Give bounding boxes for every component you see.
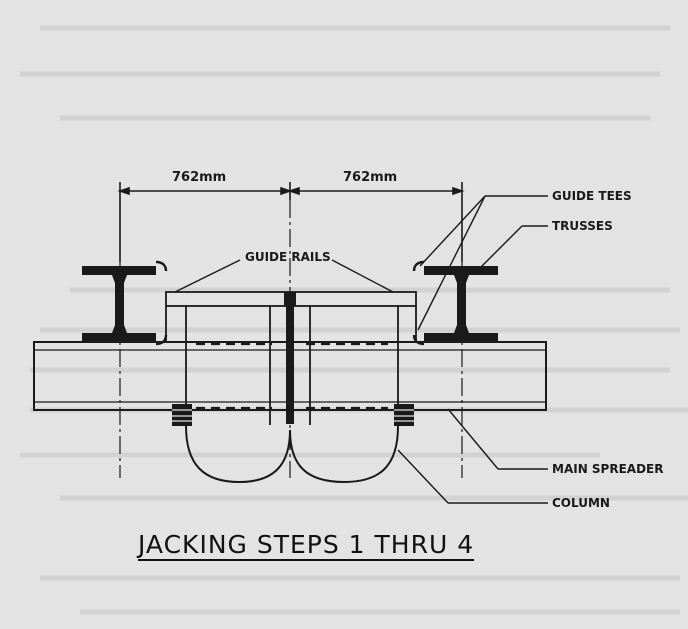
- dimension-right-label: 762mm: [343, 170, 397, 185]
- right-truss: [424, 266, 498, 342]
- dimension-line: [117, 182, 465, 262]
- column-label: COLUMN: [552, 496, 610, 510]
- guide-rails-label: GUIDE RAILS: [245, 250, 331, 264]
- hidden-lines: [196, 342, 388, 410]
- left-guide-tee: [155, 260, 168, 346]
- guide-tees-label: GUIDE TEES: [552, 189, 632, 203]
- right-guide-tee: [412, 260, 425, 346]
- column: [185, 425, 399, 484]
- center-guide-rail: [284, 292, 296, 424]
- trusses-label: TRUSSES: [552, 219, 613, 233]
- jack-shim-lines: [172, 409, 414, 422]
- diagram-title: JACKING STEPS 1 THRU 4: [138, 530, 475, 559]
- main-spreader-label: MAIN SPREADER: [552, 462, 663, 476]
- left-truss: [82, 266, 156, 342]
- leader-lines: [174, 195, 548, 504]
- dimension-left-label: 762mm: [172, 170, 226, 185]
